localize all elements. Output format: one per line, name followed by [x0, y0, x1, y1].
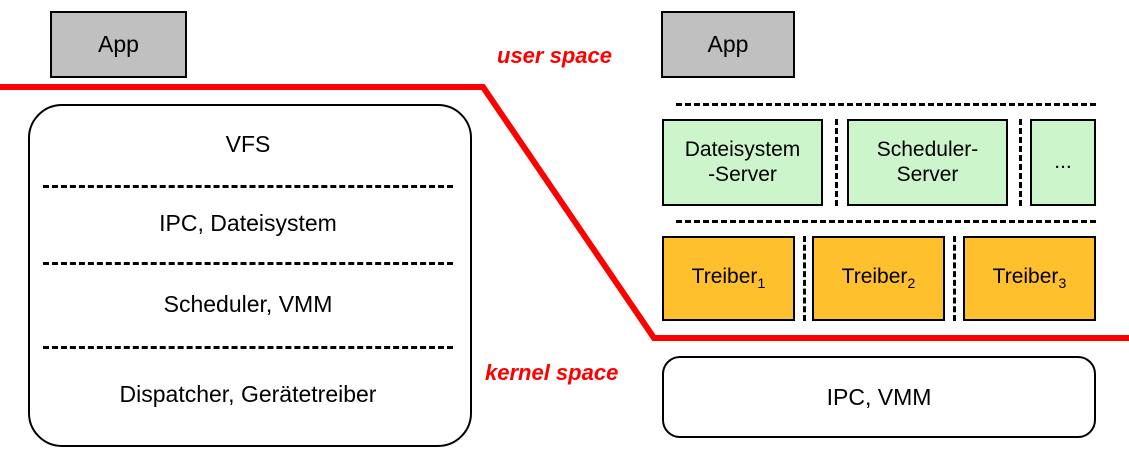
server-separator-2: [1019, 119, 1022, 206]
driver-box-3-label: Treiber3: [992, 264, 1067, 292]
right-app-label: App: [707, 31, 749, 58]
driver-separator-2: [953, 236, 956, 321]
server-separator-1: [835, 119, 838, 206]
driver-box-1-label: Treiber1: [691, 264, 766, 292]
monolith-divider-3: [43, 346, 453, 349]
microkernel-box: IPC, VMM: [662, 356, 1096, 438]
user-space-text: user space: [497, 43, 612, 68]
driver-box-2: Treiber2: [812, 236, 945, 321]
server-zone-top-divider: [676, 103, 1096, 106]
server-box-scheduler-line2: Server: [896, 162, 959, 186]
driver-box-1: Treiber1: [662, 236, 795, 321]
server-box-ellipsis-label: ...: [1054, 150, 1072, 174]
monolith-layer-dispatcher: Dispatcher, Gerätetreiber: [28, 346, 468, 443]
kernel-space-label: kernel space: [485, 360, 618, 386]
server-box-scheduler: Scheduler- Server: [847, 119, 1008, 206]
server-box-dateisystem-line2: -Server: [708, 162, 777, 186]
driver-separator-1: [803, 236, 806, 321]
server-zone-bottom-divider: [676, 220, 1096, 223]
left-app-label: App: [98, 31, 139, 58]
server-box-ellipsis: ...: [1030, 119, 1096, 206]
monolith-layer-dispatcher-label: Dispatcher, Gerätetreiber: [119, 381, 377, 407]
server-box-dateisystem: Dateisystem -Server: [662, 119, 823, 206]
monolith-layer-vfs-label: VFS: [225, 131, 271, 157]
monolith-layer-sched-vmm: Scheduler, VMM: [28, 262, 468, 346]
monolith-layer-ipc-fs-label: IPC, Dateisystem: [159, 210, 337, 236]
microkernel-label: IPC, VMM: [826, 383, 932, 410]
kernel-space-text: kernel space: [485, 360, 619, 385]
monolith-layer-ipc-fs: IPC, Dateisystem: [28, 185, 468, 262]
left-app-box: App: [50, 11, 187, 78]
driver-box-3: Treiber3: [963, 236, 1096, 321]
right-app-box: App: [661, 11, 795, 78]
user-space-label: user space: [497, 43, 612, 69]
monolith-layer-vfs: VFS: [28, 104, 468, 185]
server-box-scheduler-line1: Scheduler-: [876, 138, 979, 162]
driver-box-2-label: Treiber2: [841, 264, 916, 292]
monolith-layer-sched-vmm-label: Scheduler, VMM: [163, 290, 333, 317]
server-box-dateisystem-line1: Dateisystem: [684, 138, 801, 162]
